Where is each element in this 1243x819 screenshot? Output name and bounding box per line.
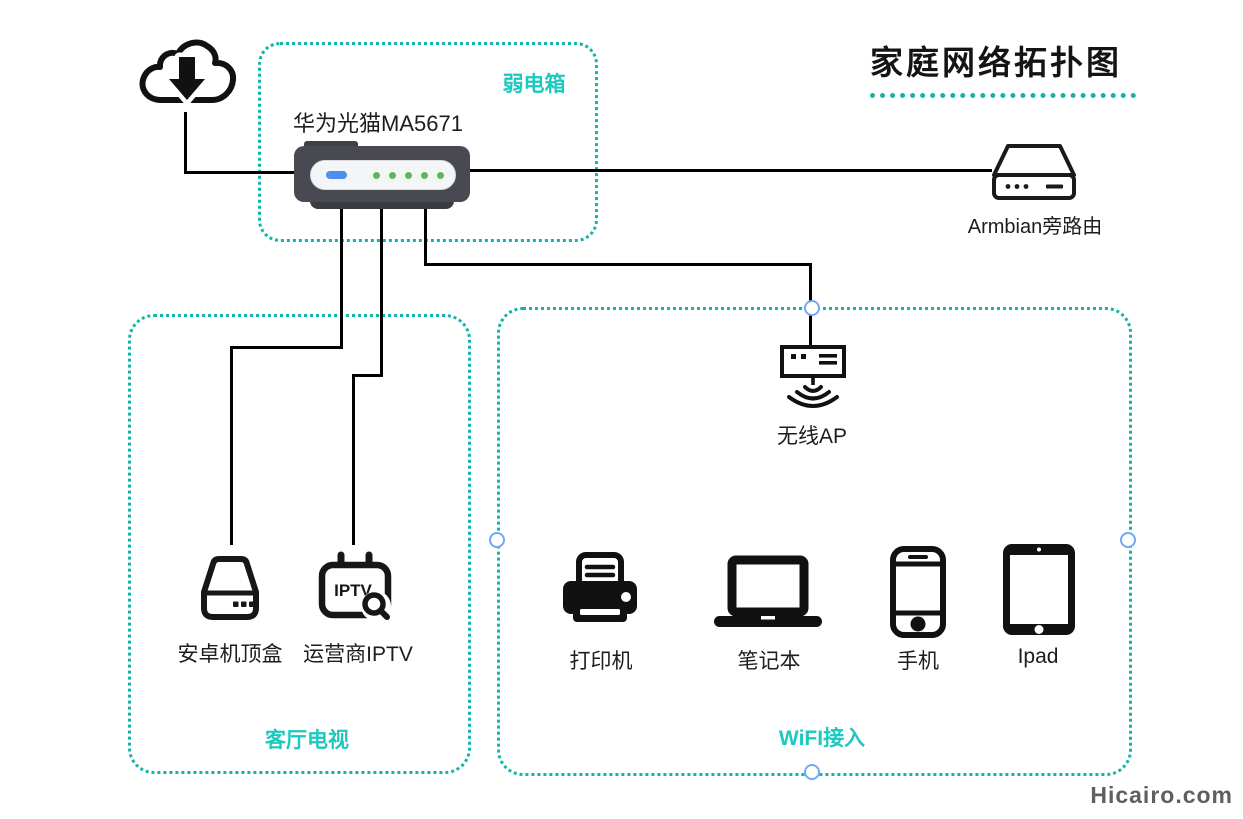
- modem-led-green: [405, 172, 412, 179]
- wireless-ap-icon: [780, 345, 846, 408]
- label-laptop: 笔记本: [737, 650, 801, 673]
- label-ipad: Ipad: [1017, 645, 1059, 668]
- wifi-box-handle-right: [1120, 532, 1136, 548]
- wifi-box-handle-bottom: [804, 764, 820, 780]
- label-modem: 华为光猫MA5671: [293, 111, 463, 136]
- wifi-box-handle-top: [804, 300, 820, 316]
- modem-led-green: [373, 172, 380, 179]
- label-living-room: 客厅电视: [265, 729, 349, 752]
- cable-modem-to-armbian: [470, 169, 992, 172]
- label-armbian: Armbian旁路由: [967, 216, 1103, 238]
- modem-led-blue: [326, 171, 347, 179]
- iptv-badge-text: IPTV: [334, 581, 372, 600]
- label-phone: 手机: [897, 650, 939, 673]
- cable-port1-down: [340, 208, 343, 349]
- modem-led-green: [421, 172, 428, 179]
- cable-internet-to-modem: [184, 171, 296, 174]
- group-box-living-room-tv: [128, 314, 471, 774]
- cable-port1-horizontal: [230, 346, 342, 349]
- cable-port2-down: [380, 208, 383, 377]
- cable-port2-to-iptv: [352, 374, 355, 545]
- label-stb: 安卓机顶盒: [177, 643, 283, 666]
- label-printer: 打印机: [569, 650, 633, 673]
- cable-port2-horizontal: [352, 374, 382, 377]
- phone-icon: [890, 546, 946, 638]
- cable-port3-down: [424, 208, 427, 266]
- label-ap: 无线AP: [776, 425, 848, 448]
- android-settop-box-icon: [201, 556, 259, 620]
- cable-internet-vertical: [184, 112, 187, 174]
- cable-port1-to-stb: [230, 346, 233, 545]
- group-box-weak-current: [258, 42, 598, 242]
- label-iptv: 运营商IPTV: [303, 643, 413, 666]
- wifi-box-handle-left: [489, 532, 505, 548]
- watermark: Hicairo.com: [1090, 782, 1233, 808]
- modem-led-green: [437, 172, 444, 179]
- laptop-icon: [714, 555, 822, 627]
- modem-led-green: [389, 172, 396, 179]
- armbian-router-icon: [992, 144, 1076, 200]
- printer-icon: [563, 552, 637, 622]
- cloud-download-icon: [139, 39, 237, 105]
- cable-port3-horizontal: [424, 263, 812, 266]
- label-wifi-access: WiFI接入: [778, 727, 866, 750]
- page-title: 家庭网络拓扑图: [870, 36, 1136, 98]
- ipad-icon: [1003, 544, 1075, 635]
- label-weak-box: 弱电箱: [502, 73, 566, 96]
- iptv-box-icon: IPTV: [318, 551, 392, 621]
- optical-modem-icon: [294, 141, 470, 209]
